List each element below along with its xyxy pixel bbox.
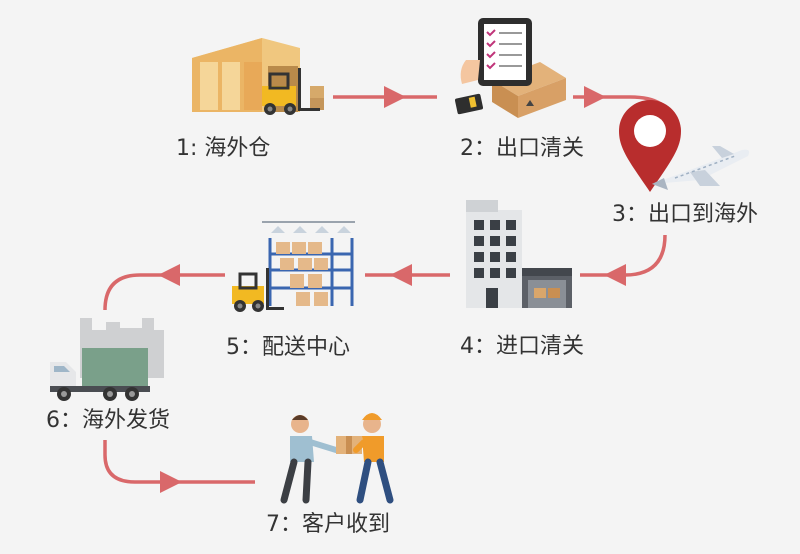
map-pin-airplane-icon: [619, 100, 750, 192]
step-5-label: 5：配送中心: [226, 335, 350, 360]
customs-building-icon: [466, 200, 572, 308]
delivery-truck-city-icon: [50, 318, 164, 401]
tablet-checklist-box-icon: [454, 18, 566, 118]
step-3-label: 3：出口到海外: [612, 202, 758, 227]
flow-arrow-3-4: [580, 234, 667, 286]
warehouse-forklift-icon: [192, 38, 324, 115]
step-7-label: 7：客户收到: [266, 512, 390, 537]
step-4-label: 4：进口清关: [460, 334, 584, 359]
step-1-label: 1: 海外仓: [176, 136, 271, 161]
flow-arrow-6-7: [103, 440, 255, 493]
flow-arrow-5-6: [103, 264, 225, 311]
step-6-label: 6：海外发货: [46, 408, 170, 433]
flow-arrow-4-5: [365, 264, 450, 286]
flow-arrow-1-2: [333, 86, 437, 108]
step-2-label: 2：出口清关: [460, 136, 584, 161]
package-handover-icon: [280, 413, 394, 504]
distribution-shelves-forklift-icon: [232, 221, 355, 312]
